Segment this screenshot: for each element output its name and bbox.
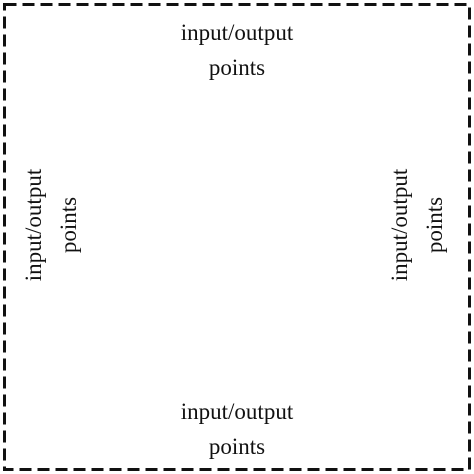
right-label-line2: points [422,196,447,254]
bottom-label-line1: input/output [180,399,294,424]
top-label-line2: points [208,55,266,80]
dashed-boundary-box [3,3,471,471]
left-io-points-label: input/output points [16,125,86,325]
dashed-boundary-svg [3,3,471,471]
top-io-points-label: input/output points [137,15,337,85]
bottom-io-points-label: input/output points [137,394,337,464]
left-label-line1: input/output [21,168,46,282]
top-label-line1: input/output [180,20,294,45]
dashed-boundary-rect [3,3,471,471]
right-label-line1: input/output [387,168,412,282]
left-label-line2: points [56,196,81,254]
right-io-points-label: input/output points [382,125,452,325]
bottom-label-line2: points [208,434,266,459]
